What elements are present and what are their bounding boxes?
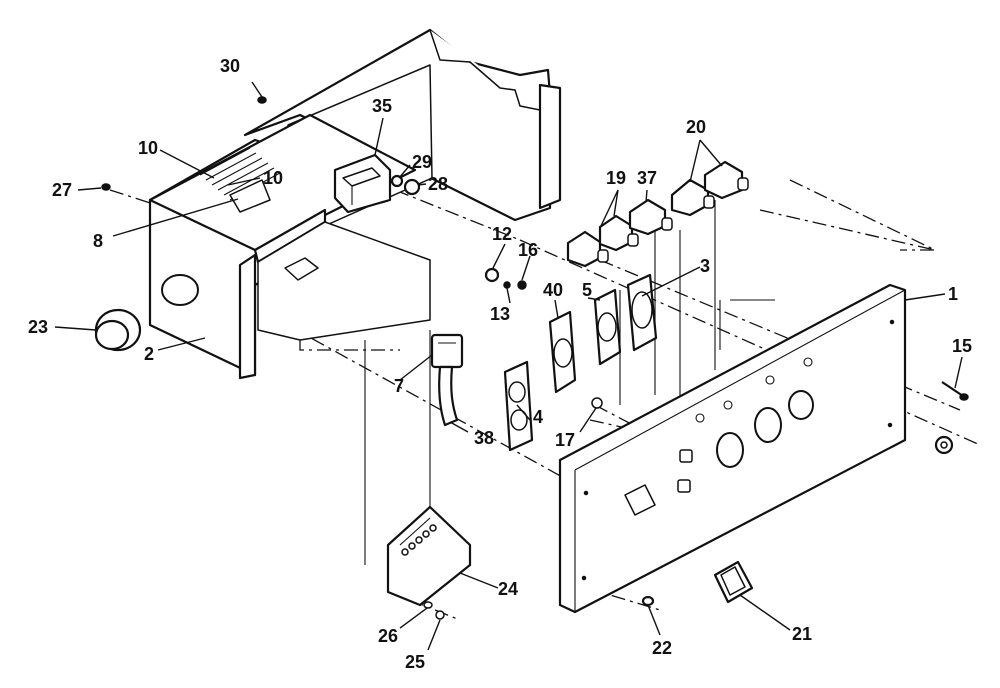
washer-26 [423,601,433,609]
callout-7: 7 [394,376,404,396]
connector-37 [628,198,673,236]
callout-25: 25 [405,652,425,672]
wire-38 [438,365,459,427]
callout-13: 13 [490,304,510,324]
fastener-27 [101,183,111,191]
nut-12 [484,267,500,283]
connector-19a [566,230,609,268]
guide-lines [364,200,775,565]
callout-24: 24 [498,579,518,599]
callout-10b: 10 [263,168,283,188]
receptacle-3 [626,273,658,352]
callout-16: 16 [518,240,538,260]
nut-28 [403,178,421,196]
callout-4: 4 [533,407,543,427]
screw-22 [641,595,655,607]
nut-17 [591,397,603,409]
panel-nut [934,435,954,455]
callout-10a: 10 [138,138,158,158]
switch-21 [713,560,754,604]
callout-30: 30 [220,56,240,76]
screw-15 [941,381,969,401]
callout-19: 19 [606,168,626,188]
callout-37: 37 [637,168,657,188]
panel-square-cutout [624,484,656,516]
callout-5: 5 [582,280,592,300]
panel-hole-c [788,390,814,420]
bracket-8 [229,179,271,213]
callout-3: 3 [700,256,710,276]
callout-27: 27 [52,180,72,200]
front-panel-1 [558,283,907,614]
callout-28: 28 [428,174,448,194]
knob-23 [94,308,142,352]
connector-7 [430,333,464,369]
connector-20a [670,178,715,217]
washer-16 [517,280,527,290]
connector-20b [703,160,749,200]
washer-29 [390,174,404,188]
panel-hole-b [754,407,782,443]
callout-23: 23 [28,317,48,337]
panel-hole-a [716,432,744,468]
callout-22: 22 [652,638,672,658]
receptacle-40 [548,310,577,394]
callout-26: 26 [378,626,398,646]
callout-2: 2 [144,344,154,364]
leader-lines [54,81,963,651]
callout-35: 35 [372,96,392,116]
callout-12: 12 [492,224,512,244]
callout-15: 15 [952,336,972,356]
callout-1: 1 [948,284,958,304]
washer-13 [503,281,511,289]
screw-25 [435,610,445,620]
connector-19b [598,214,639,252]
housing [148,28,562,380]
board-coils [401,524,437,556]
callout-20: 20 [686,117,706,137]
fastener-30 [257,96,267,104]
receptacle-5 [593,288,622,366]
callout-labels: 30 35 10 10 29 28 27 8 20 19 37 12 16 3 … [28,56,972,672]
callout-21: 21 [792,624,812,644]
terminal-block-35 [333,153,392,214]
side-hole [161,274,199,306]
board-24 [386,505,472,607]
callout-17: 17 [555,430,575,450]
callout-40: 40 [543,280,563,300]
callout-29: 29 [412,152,432,172]
callout-8: 8 [93,231,103,251]
callout-38: 38 [474,428,494,448]
